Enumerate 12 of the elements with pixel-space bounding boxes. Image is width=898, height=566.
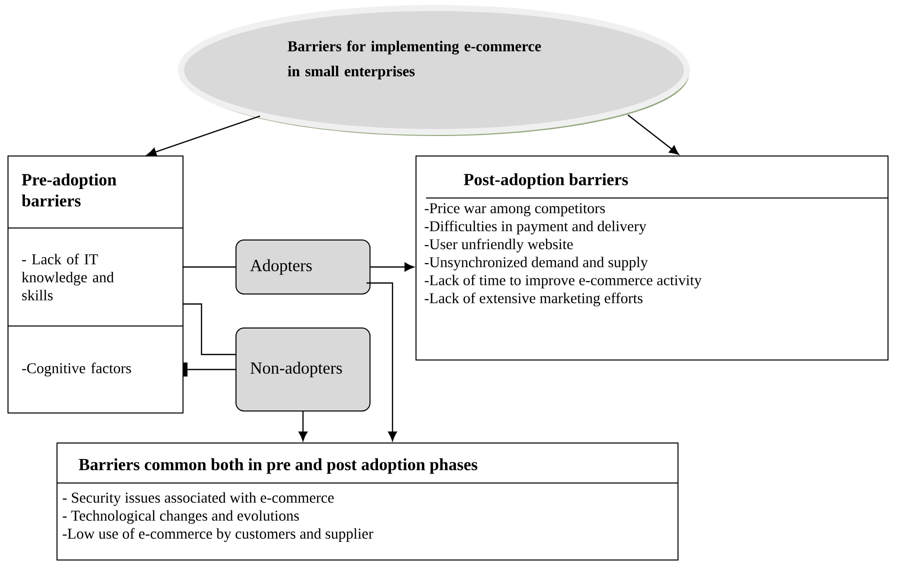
barrier-box: Barriers common both in pre and post adoption phases - Security issues associated with e-commerce - Technological changes and evolutions -Low use of e-commerce by customers and supplier <box>56 442 678 560</box>
group-box: Non-adopters <box>236 328 370 412</box>
connector-arrow <box>370 262 414 272</box>
connector-arrow <box>146 115 260 156</box>
barrier-cell: - Lack of IT knowledge and skills <box>8 228 184 326</box>
barrier-box: Post-adoption barriers -Price war among competitors -Difficulties in payment and delivery -User unfriendly website -Unsynchronized demand and supply -Lack of time to improve e-commerce activity -Lack of extensive marketing efforts <box>416 156 888 360</box>
connector-arrow <box>184 362 236 376</box>
group-box: Adopters <box>236 240 370 294</box>
barrier-cell: -Cognitive factors <box>8 326 184 414</box>
connector-arrow <box>298 412 308 442</box>
connector-arrow <box>366 282 397 442</box>
connector-arrow <box>628 114 679 155</box>
